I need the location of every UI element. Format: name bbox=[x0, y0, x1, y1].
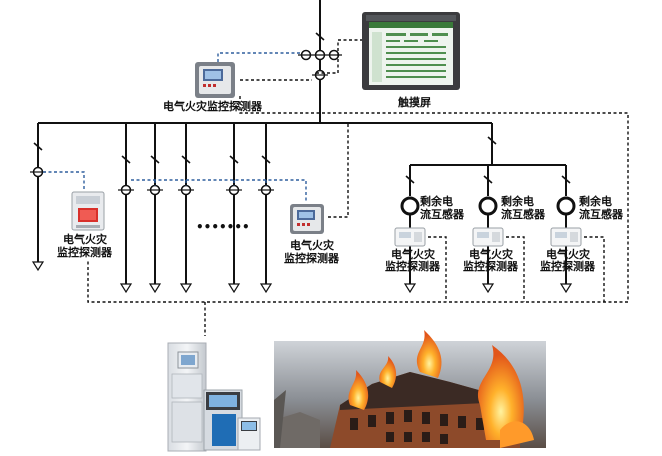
screen-link bbox=[316, 39, 362, 74]
detector-1-label-1: 电气火灾 bbox=[391, 247, 436, 261]
detector-2-label-1: 电气火灾 bbox=[469, 247, 514, 261]
detector-1-label-2: 监控探测器 bbox=[385, 259, 441, 273]
feeder-4 bbox=[226, 123, 242, 294]
mid-monitor-device bbox=[290, 204, 324, 234]
communication-loop bbox=[87, 96, 629, 303]
fire-scene-image bbox=[274, 330, 546, 448]
horizontal-bus bbox=[38, 118, 492, 124]
left-monitor-device bbox=[71, 191, 105, 231]
left-monitor-label-1: 电气火灾 bbox=[63, 232, 108, 246]
detector-3-label-1: 电气火灾 bbox=[546, 247, 591, 261]
sensor-3-label-2: 流互感器 bbox=[579, 207, 624, 221]
sensor-1-label-2: 流互感器 bbox=[420, 207, 465, 221]
feeder-5 bbox=[258, 123, 274, 294]
top-monitor-signal bbox=[217, 52, 302, 62]
sensor-2-label-2: 流互感器 bbox=[501, 207, 546, 221]
host-cabinet-image bbox=[163, 340, 261, 456]
detector-2-link bbox=[506, 236, 525, 302]
detector-3-link bbox=[584, 236, 605, 302]
right-branch bbox=[410, 123, 566, 166]
left-signal bbox=[43, 171, 85, 190]
rcd-feeder-3 bbox=[550, 165, 582, 294]
feeder-ellipsis: ••••••• bbox=[196, 220, 250, 234]
mid-monitor-label-1: 电气火灾 bbox=[290, 238, 335, 252]
top-monitor-label: 电气火灾监控探测器 bbox=[163, 99, 263, 113]
feeder-2 bbox=[147, 123, 163, 294]
top-monitor-device bbox=[195, 62, 235, 98]
middle-feeders bbox=[118, 123, 274, 294]
mid-monitor-link bbox=[328, 123, 349, 218]
feeder-3 bbox=[178, 123, 194, 294]
rcd-feeder-1 bbox=[394, 165, 426, 294]
mid-monitor-label-2: 监控探测器 bbox=[284, 251, 340, 265]
touch-screen bbox=[362, 12, 460, 90]
left-feeder bbox=[30, 123, 46, 272]
touch-screen-label: 触摸屏 bbox=[397, 95, 431, 109]
middle-signal-drops bbox=[154, 180, 267, 186]
sensor-2-label-1: 剩余电 bbox=[501, 194, 534, 208]
sensor-3-label-1: 剩余电 bbox=[579, 194, 612, 208]
detector-2-label-2: 监控探测器 bbox=[463, 259, 519, 273]
rcd-feeder-2 bbox=[472, 165, 504, 294]
detector-1-link bbox=[428, 236, 447, 302]
left-monitor-label-2: 监控探测器 bbox=[57, 245, 113, 259]
sensor-1-label-1: 剩余电 bbox=[420, 194, 453, 208]
feeder-1 bbox=[118, 123, 134, 294]
detector-3-label-2: 监控探测器 bbox=[540, 259, 596, 273]
